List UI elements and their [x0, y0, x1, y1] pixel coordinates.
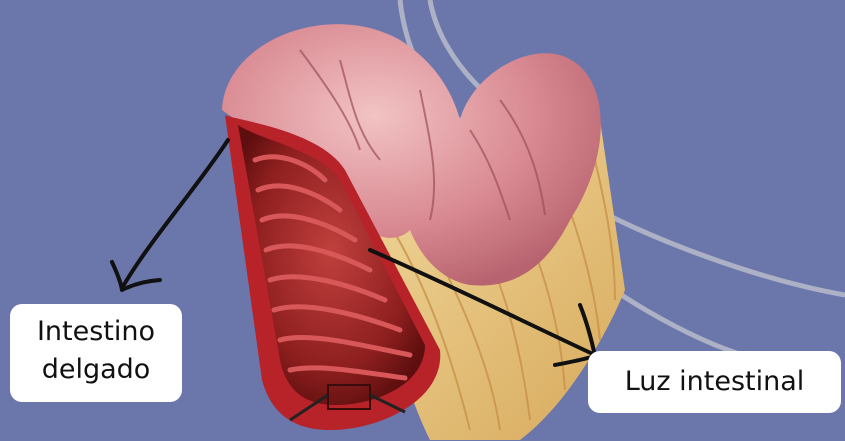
- intestinal-lumen-label: Luz intestinal: [588, 351, 841, 413]
- intestinal-lumen-label-text: Luz intestinal: [588, 363, 841, 401]
- small-intestine-label-line-1: Intestino: [10, 313, 182, 351]
- small-intestine-label-line-2: delgado: [10, 351, 182, 389]
- small-intestine-label: Intestino delgado: [10, 304, 182, 402]
- arrow-to-small-intestine: [112, 140, 228, 290]
